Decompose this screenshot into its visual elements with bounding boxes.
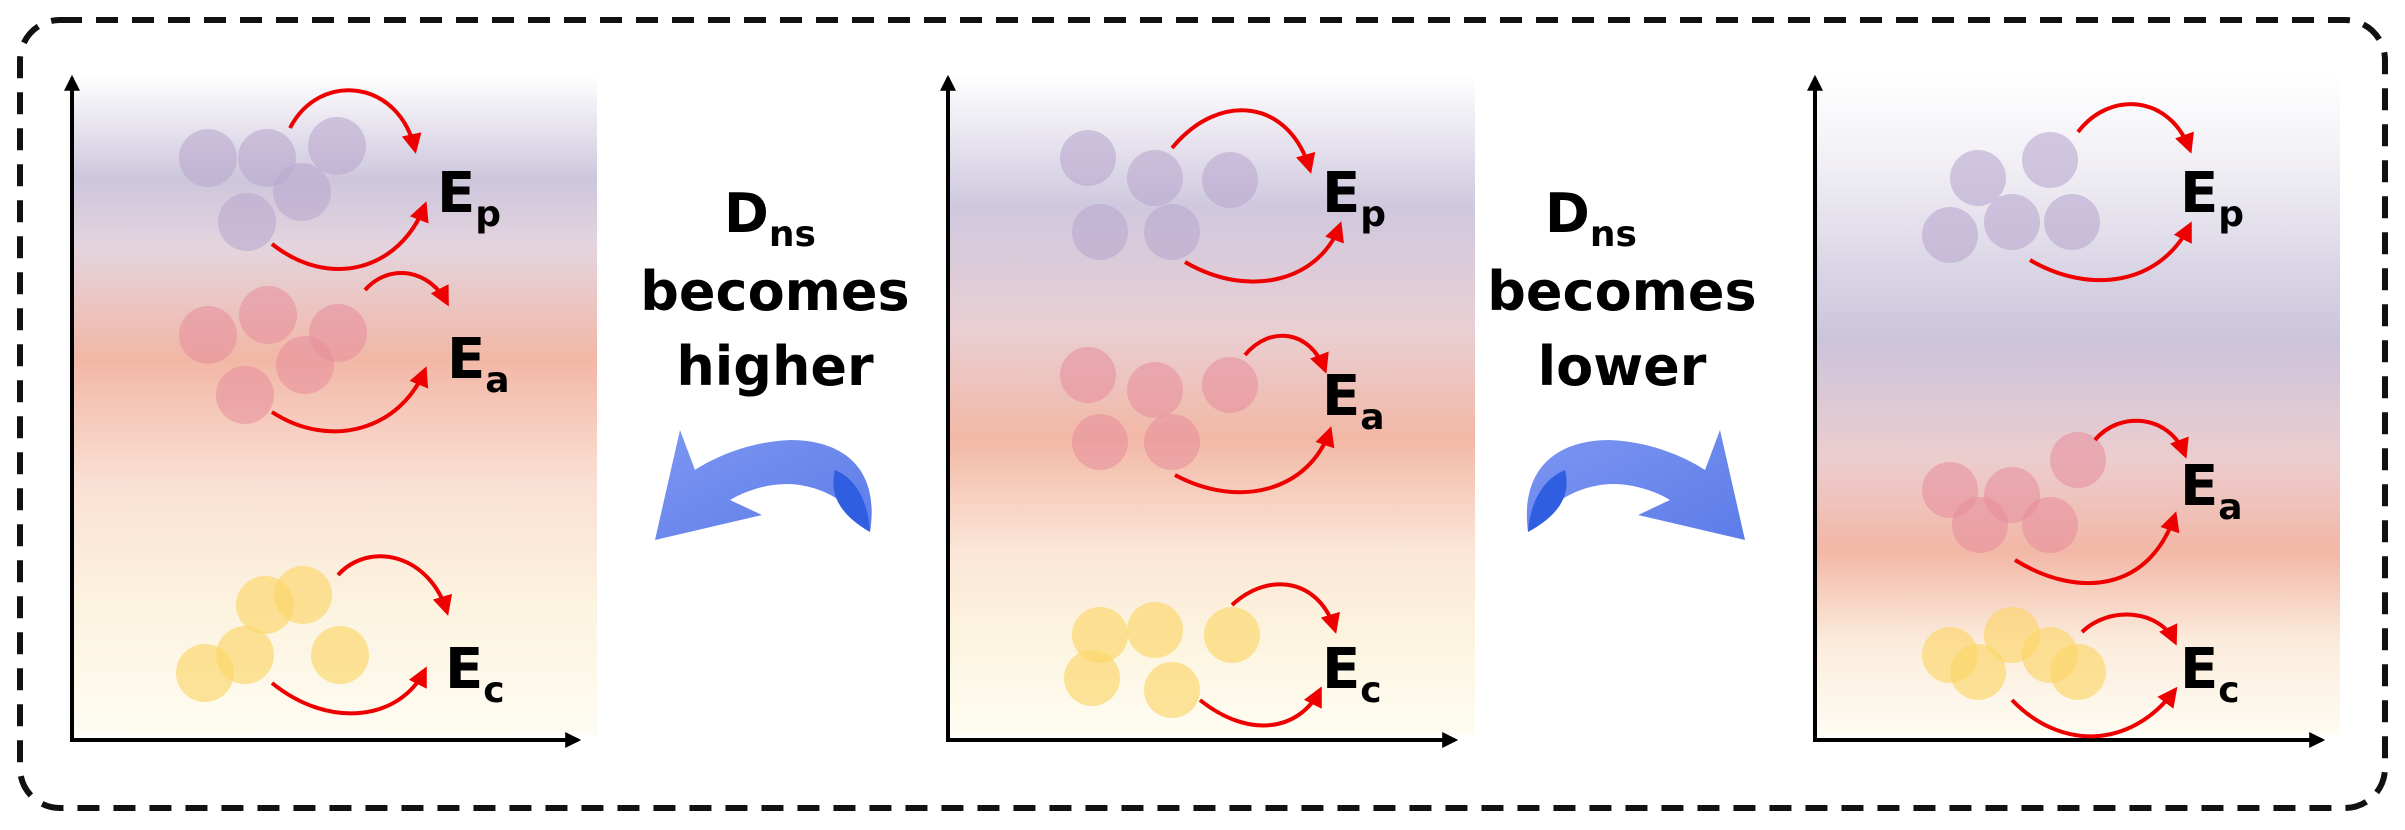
level-label-p: Ep	[2180, 161, 2244, 235]
energy-band-background	[72, 75, 597, 735]
level-label-c: Ec	[2180, 637, 2240, 711]
blue-curved-arrow-icon	[655, 430, 872, 540]
transition-symbol: Dns	[724, 182, 816, 255]
particles-p	[1060, 130, 1258, 260]
transition-higher: Dns becomes higher	[640, 182, 910, 540]
transition-line-1: becomes	[640, 260, 909, 323]
particles-a	[1060, 347, 1258, 470]
panel-right: Ep Ea Ec	[1807, 74, 2340, 748]
level-label-c: Ec	[1322, 637, 1382, 711]
level-label-c: Ec	[445, 637, 505, 711]
particles-p	[1922, 132, 2100, 263]
level-label-p: Ep	[437, 161, 501, 235]
level-label-a: Ea	[1322, 364, 1385, 438]
particles-c	[1064, 602, 1260, 718]
transition-symbol: Dns	[1545, 182, 1637, 255]
particles-a	[1922, 432, 2106, 553]
particles-c	[1922, 607, 2106, 700]
particles-c	[176, 566, 369, 702]
excitation-arrows	[1170, 108, 1344, 728]
transition-line-2: higher	[676, 335, 874, 398]
panel-middle: Ep Ea Ec	[940, 74, 1475, 748]
blue-curved-arrow-icon	[1526, 430, 1745, 540]
particles-p	[179, 117, 366, 251]
panel-left: Ep Ea Ec	[64, 74, 597, 748]
level-label-p: Ep	[1322, 161, 1386, 235]
transition-lower: Dns becomes lower	[1487, 182, 1757, 540]
level-label-a: Ea	[447, 327, 510, 401]
transition-line-2: lower	[1538, 335, 1707, 398]
excitation-arrows	[2010, 102, 2194, 739]
transition-line-1: becomes	[1487, 260, 1756, 323]
outer-dashed-border	[17, 17, 2388, 811]
level-label-a: Ea	[2180, 454, 2243, 528]
excitation-arrows	[270, 88, 452, 716]
particles-a	[179, 286, 367, 424]
energy-band-background	[1815, 75, 2340, 735]
